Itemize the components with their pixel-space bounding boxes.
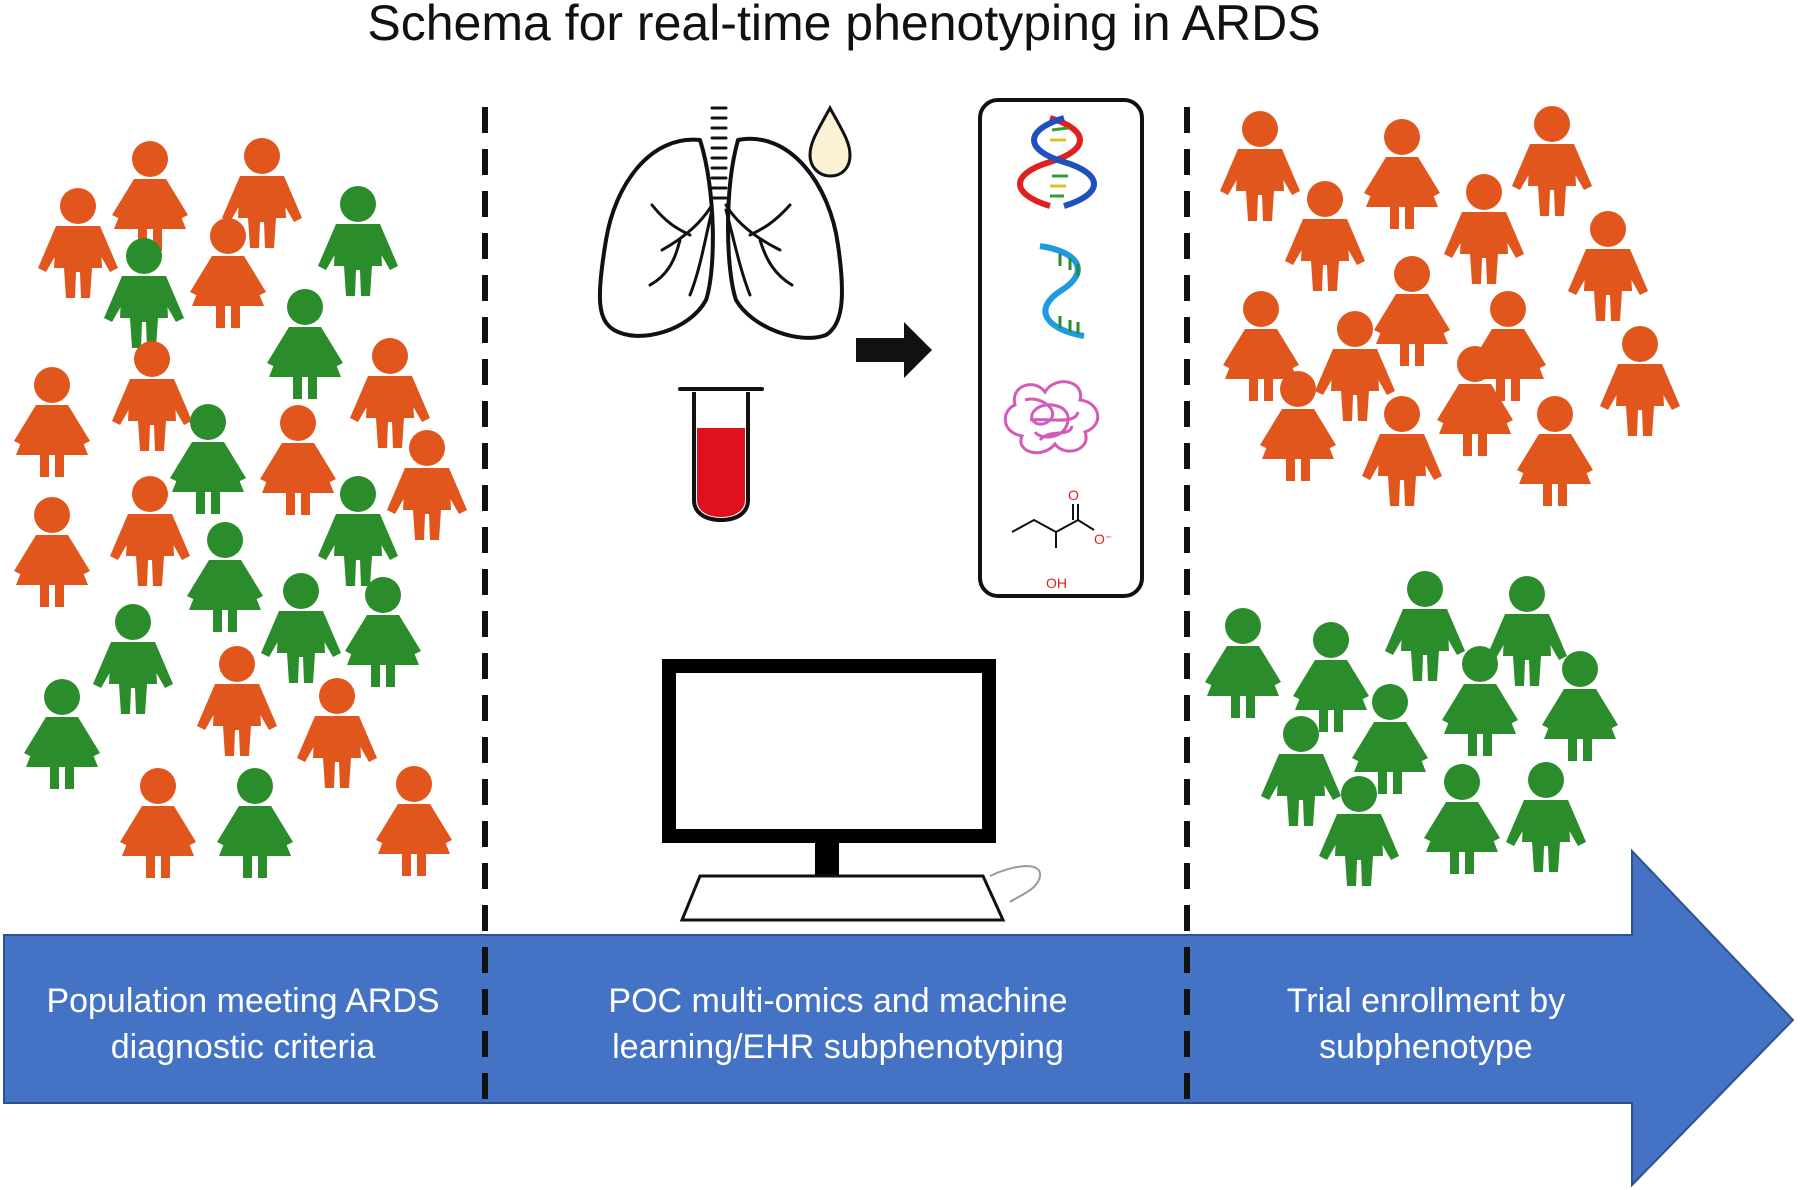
- person-icon: [217, 768, 293, 878]
- person-icon: [1424, 764, 1500, 874]
- stage-3-label-line2: subphenotype: [1319, 1028, 1533, 1066]
- dna-icon: [1017, 115, 1097, 209]
- lactate-molecule-icon: O O⁻ OH: [1011, 487, 1112, 591]
- lungs-icon: [597, 106, 844, 340]
- person-icon: [1285, 181, 1365, 291]
- keyboard-icon: [679, 865, 1041, 922]
- person-icon: [1487, 576, 1567, 686]
- person-icon: [1444, 174, 1524, 284]
- person-icon: [112, 141, 188, 251]
- orange-subphenotype-group: [1220, 106, 1680, 506]
- mixed-population-group: [14, 138, 467, 878]
- blood-tube-icon: [678, 387, 764, 523]
- page-title: Schema for real-time phenotyping in ARDS: [367, 0, 1320, 51]
- droplet-icon: [808, 104, 852, 178]
- person-icon: [1362, 396, 1442, 506]
- person-icon: [261, 573, 341, 683]
- right-arrow-icon: [856, 322, 932, 378]
- person-icon: [187, 522, 263, 632]
- computer-icon: [662, 659, 996, 903]
- person-icon: [1568, 211, 1648, 321]
- person-icon: [1385, 571, 1465, 681]
- person-icon: [1293, 622, 1369, 732]
- person-icon: [110, 476, 190, 586]
- person-icon: [260, 405, 336, 515]
- person-icon: [93, 604, 173, 714]
- person-icon: [112, 341, 192, 451]
- person-icon: [376, 766, 452, 876]
- person-icon: [350, 338, 430, 448]
- person-icon: [104, 238, 184, 348]
- person-icon: [1542, 651, 1618, 761]
- person-icon: [120, 768, 196, 878]
- timeline-arrow: [3, 848, 1795, 1188]
- person-icon: [297, 678, 377, 788]
- rna-icon: [1039, 243, 1085, 339]
- molecule-oxygen-label: O: [1068, 487, 1079, 503]
- person-icon: [1442, 646, 1518, 756]
- molecule-charge-label: O⁻: [1094, 531, 1112, 547]
- person-icon: [170, 404, 246, 514]
- stage-1-label-line1: Population meeting ARDS: [46, 982, 439, 1020]
- protein-icon: [1003, 380, 1100, 455]
- person-icon: [345, 577, 421, 687]
- person-icon: [24, 679, 100, 789]
- person-icon: [318, 186, 398, 296]
- person-icon: [1205, 608, 1281, 718]
- person-icon: [1261, 716, 1341, 826]
- person-icon: [1512, 106, 1592, 216]
- person-icon: [1364, 119, 1440, 229]
- molecule-hydroxyl-label: OH: [1046, 575, 1067, 591]
- stage-2-label-line2: learning/EHR subphenotyping: [612, 1028, 1064, 1066]
- person-icon: [1220, 111, 1300, 221]
- green-subphenotype-group: [1205, 571, 1618, 886]
- person-icon: [1517, 396, 1593, 506]
- person-icon: [267, 289, 343, 399]
- person-icon: [1600, 326, 1680, 436]
- stage-3-label-line1: Trial enrollment by: [1287, 982, 1565, 1020]
- person-icon: [38, 188, 118, 298]
- stage-2-label-line1: POC multi-omics and machine: [608, 982, 1067, 1020]
- person-icon: [14, 367, 90, 477]
- person-icon: [1374, 256, 1450, 366]
- stage-1-label-line2: diagnostic criteria: [111, 1028, 376, 1066]
- person-icon: [197, 646, 277, 756]
- person-icon: [14, 497, 90, 607]
- omics-box: [978, 98, 1144, 598]
- person-icon: [1506, 762, 1586, 872]
